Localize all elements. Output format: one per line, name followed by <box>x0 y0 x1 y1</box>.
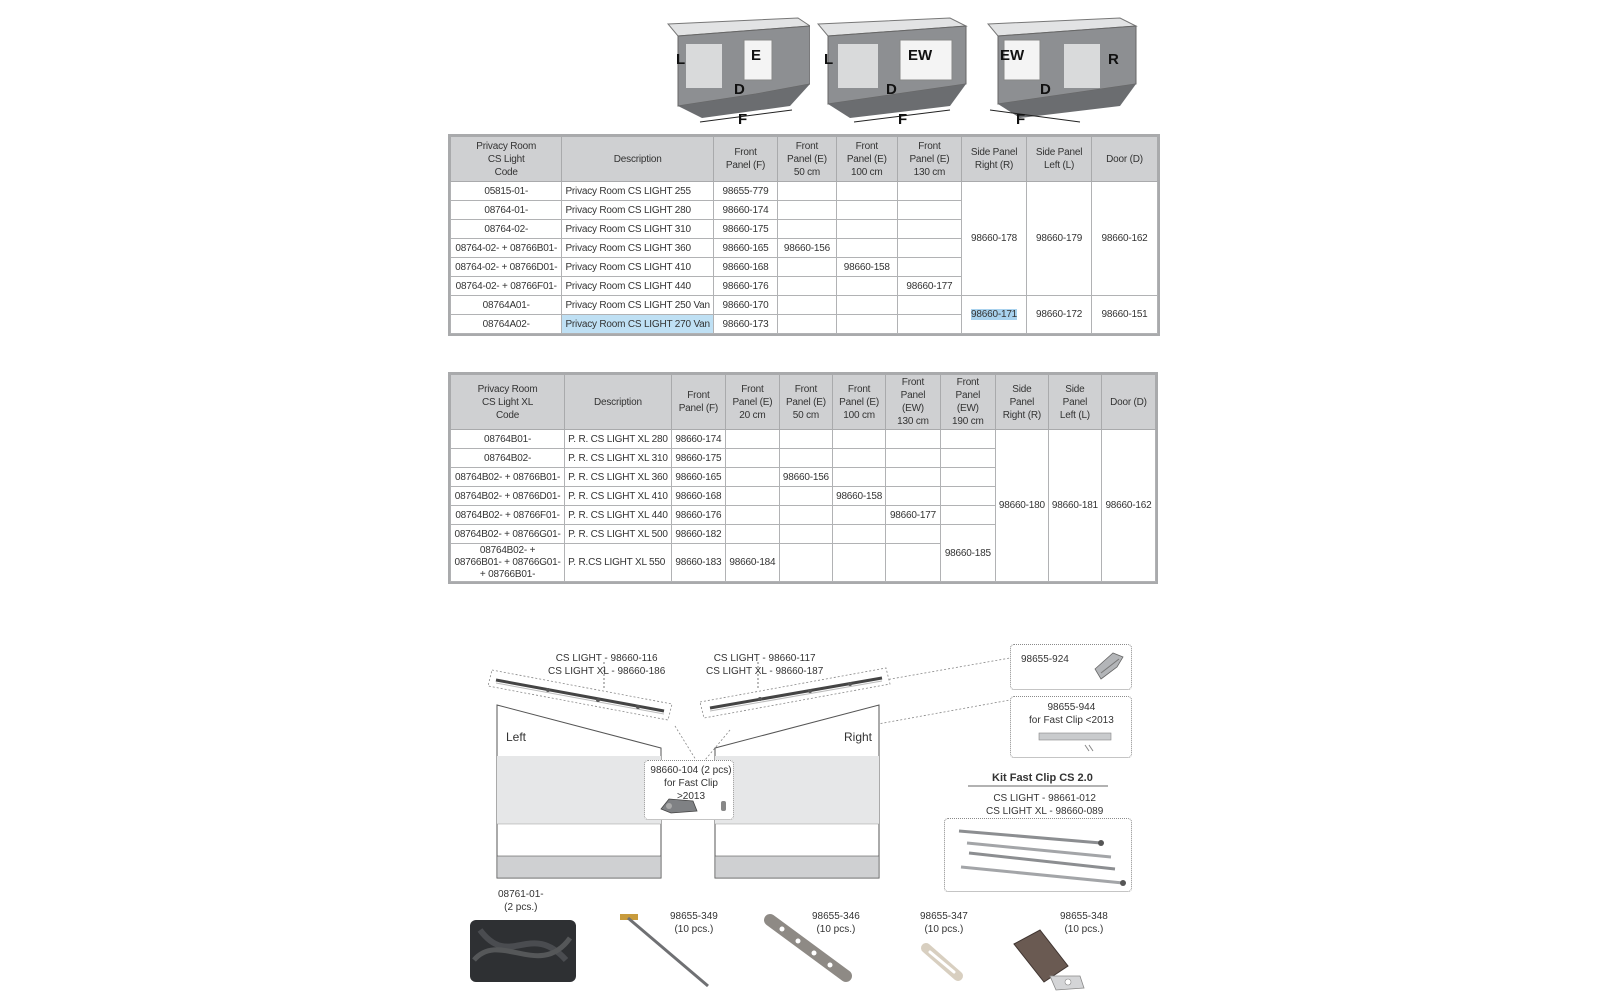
side-left-cell: 98660-179 <box>1026 181 1093 296</box>
header-door: Door (D) <box>1100 374 1157 430</box>
rope-texture <box>472 928 573 963</box>
part-98655-944-box: 98655-944 for Fast Clip <2013 <box>1010 696 1132 758</box>
side-left-cell: 98660-172 <box>1026 295 1093 334</box>
part-98655-349-label: 98655-349 (10 pcs.) <box>670 911 718 935</box>
side-panel-left-image <box>496 704 662 879</box>
e50-cell <box>778 543 834 582</box>
description-cell-selected: Privacy Room CS LIGHT 270 Van <box>561 314 714 334</box>
table-row: 08764B02- + 08766B01- P. R. CS LIGHT XL … <box>449 467 1156 487</box>
table-row: 08764A02- Privacy Room CS LIGHT 270 Van … <box>449 314 1158 334</box>
e100-cell <box>832 543 887 582</box>
kit-fast-clip-box <box>944 818 1132 892</box>
table-row: 08764B02- + 08766F01- P. R. CS LIGHT XL … <box>449 505 1156 525</box>
diagram-label: EW <box>1000 47 1025 64</box>
header-front-e100: Front Panel (E) 100 cm <box>832 374 887 430</box>
header-side-left: Side Panel Left (L) <box>1047 374 1102 430</box>
awning-diagram-1: L E D F <box>660 14 810 126</box>
header-front-e50: Front Panel (E) 50 cm <box>777 136 837 182</box>
table-header-row: Privacy Room CS Light Code Description F… <box>449 136 1158 182</box>
header-side-left: Side Panel Left (L) <box>1026 136 1093 182</box>
cs-light-xl-table: Privacy Room CS Light XL Code Descriptio… <box>448 372 1158 584</box>
code-cell: 08764A02- <box>449 314 563 334</box>
cs-light-table: Privacy Room CS Light Code Description F… <box>448 134 1160 336</box>
header-description: Description <box>564 374 672 430</box>
diagram-label: R <box>1108 51 1119 68</box>
rail-left-label: CS LIGHT - 98660-116 CS LIGHT XL - 98660… <box>548 653 666 677</box>
part-98660-104-box: 98660-104 (2 pcs) for Fast Clip >2013 <box>644 760 734 820</box>
diagram-label: EW <box>908 47 933 64</box>
header-front-ew190: Front Panel (EW) 190 cm <box>939 374 996 430</box>
front-panel-cell: 98660-168 <box>670 486 727 506</box>
table-row: 08764B02- P. R. CS LIGHT XL 310 98660-17… <box>449 448 1156 468</box>
ew190-cell: 98660-185 <box>939 524 996 582</box>
clip-icon <box>660 798 726 814</box>
side-panel-right-image <box>714 704 880 879</box>
kit-fast-clip-codes: CS LIGHT - 98661-012 CS LIGHT XL - 98660… <box>986 793 1104 817</box>
selected-text: 98660-171 <box>971 309 1018 320</box>
kit-rails-icon <box>958 829 1126 886</box>
diagram-label: L <box>824 51 833 68</box>
description-cell: P. R.CS LIGHT XL 550 <box>564 543 672 582</box>
rail-right-label: CS LIGHT - 98660-117 CS LIGHT XL - 98660… <box>706 653 824 677</box>
part-98655-348-label: 98655-348 (10 pcs.) <box>1060 911 1108 935</box>
awning-diagram-2: L EW D F <box>810 14 970 126</box>
part-98660-104-label: 98660-104 (2 pcs) for Fast Clip >2013 <box>650 765 732 802</box>
rail-left-image <box>488 669 673 721</box>
diagram-label: F <box>898 111 907 126</box>
diagram-label: F <box>738 111 747 126</box>
table-row: 08764B01- P. R. CS LIGHT XL 280 98660-17… <box>449 429 1157 582</box>
ring-strap-icon <box>921 943 963 981</box>
rail-right-image <box>700 667 891 719</box>
header-code: Privacy Room CS Light Code <box>449 136 563 182</box>
table-row: 08764B02- + 08766B01- + 08766G01- + 0876… <box>449 543 1156 582</box>
part-08761-label: 08761-01- (2 pcs.) <box>498 889 544 913</box>
front-panel-cell: 98660-183 <box>670 543 727 582</box>
tent-peg-icon <box>620 914 709 988</box>
table-row: 08764-01- Privacy Room CS LIGHT 280 9866… <box>449 200 1158 220</box>
diagram-label: D <box>886 81 897 98</box>
header-front-e20: Front Panel (E) 20 cm <box>725 374 780 430</box>
header-front-e130: Front Panel (E) 130 cm <box>896 136 963 182</box>
rope-bundle-image <box>470 920 576 982</box>
diagram-label: F <box>1016 111 1025 126</box>
part-98655-346-label: 98655-346 (10 pcs.) <box>812 911 860 935</box>
table-header-row: Privacy Room CS Light XL Code Descriptio… <box>449 374 1157 430</box>
part-98655-347-label: 98655-347 (10 pcs.) <box>920 911 968 935</box>
part-98655-924-box: 98655-924 <box>1010 644 1132 690</box>
diagram-label: D <box>1040 81 1051 98</box>
header-description: Description <box>561 136 714 182</box>
part-98655-944-label: 98655-944 for Fast Clip <2013 <box>1029 702 1114 726</box>
door-cell: 98660-162 <box>1091 181 1158 296</box>
header-code: Privacy Room CS Light XL Code <box>449 374 566 430</box>
front-panel-cell: 98660-173 <box>712 314 779 334</box>
diagram-label: E <box>751 47 761 64</box>
bracket-icon <box>1094 652 1124 680</box>
part-98655-924-label: 98655-924 <box>1021 654 1069 665</box>
side-right-label: Right <box>844 730 873 744</box>
side-left-cell: 98660-181 <box>1047 429 1102 582</box>
tensioner-strap-icon <box>764 914 852 982</box>
e130-cell <box>896 314 963 334</box>
ew130-cell <box>885 543 941 582</box>
header-side-right: Side Panel Right (R) <box>961 136 1028 182</box>
table-row: 08764B02- + 08766D01- P. R. CS LIGHT XL … <box>449 486 1156 506</box>
code-cell: 08764B02- + 08766B01- + 08766G01- + 0876… <box>449 543 566 582</box>
table-row: 05815-01- Privacy Room CS LIGHT 255 9865… <box>449 181 1158 296</box>
diagram-label: L <box>676 51 685 68</box>
fast-clip-rail-icon <box>1038 732 1112 752</box>
door-cell: 98660-151 <box>1091 295 1158 334</box>
side-left-label: Left <box>506 730 527 744</box>
header-front-panel: Front Panel (F) <box>712 136 779 182</box>
header-front-e100: Front Panel (E) 100 cm <box>835 136 898 182</box>
table-row: 08764-02- Privacy Room CS LIGHT 310 9866… <box>449 219 1158 239</box>
diagram-label: D <box>734 81 745 98</box>
clamp-clip-icon <box>1013 929 1085 991</box>
header-front-e50: Front Panel (E) 50 cm <box>778 374 834 430</box>
kit-fast-clip-title: Kit Fast Clip CS 2.0 <box>992 772 1093 784</box>
side-right-cell: 98660-171 <box>961 295 1028 334</box>
awning-diagram-3: EW R D F <box>980 14 1140 126</box>
door-cell: 98660-162 <box>1100 429 1157 582</box>
